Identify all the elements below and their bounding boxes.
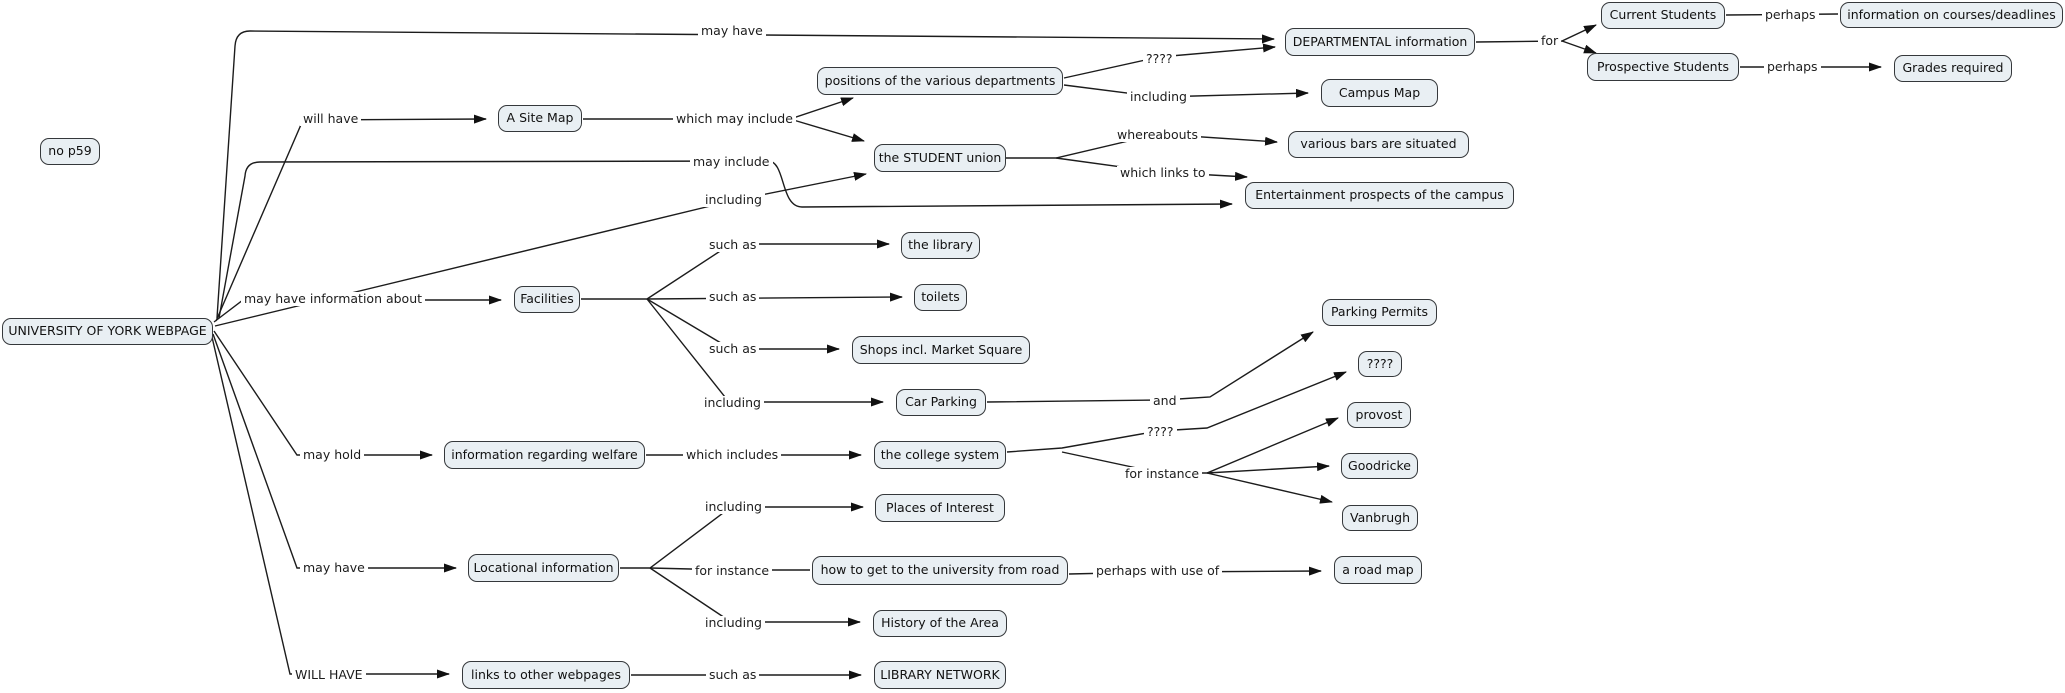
node-shops-market-square[interactable]: Shops incl. Market Square (852, 336, 1030, 364)
edge-label-including-places[interactable]: including (702, 500, 765, 514)
edge-facilities-library (581, 239, 890, 300)
node-university-of-york-webpage[interactable]: UNIVERSITY OF YORK WEBPAGE (2, 318, 213, 345)
node-positions-of-departments[interactable]: positions of the various departments (817, 67, 1063, 95)
edge-label-perhaps-bottom[interactable]: perhaps (1764, 60, 1821, 74)
edge-label-may-have-information-about[interactable]: may have information about (241, 292, 426, 306)
node-a-site-map[interactable]: A Site Map (498, 105, 582, 132)
edge-label-which-links-to[interactable]: which links to (1117, 166, 1209, 180)
node-history-of-the-area[interactable]: History of the Area (873, 610, 1007, 637)
edge-facilities-toilets (646, 292, 903, 302)
edge-root-may-have-locational (212, 333, 457, 573)
edge-label-may-have-top[interactable]: may have (698, 24, 766, 38)
edge-label-which-may-include[interactable]: which may include (673, 112, 796, 126)
node-library-network[interactable]: LIBRARY NETWORK (874, 661, 1006, 689)
edge-label-including-union[interactable]: including (702, 193, 765, 207)
edge-label-will-have[interactable]: will have (300, 112, 362, 126)
node-goodricke[interactable]: Goodricke (1341, 453, 1418, 479)
edge-label-for-instance-college[interactable]: for instance (1122, 467, 1203, 481)
node-the-library[interactable]: the library (901, 232, 980, 259)
edge-label-may-hold[interactable]: may hold (300, 448, 365, 462)
node-places-of-interest[interactable]: Places of Interest (875, 494, 1005, 522)
edge-label-including-history[interactable]: including (702, 616, 765, 630)
edge-departmental-current (1475, 24, 1597, 43)
edge-label-which-includes[interactable]: which includes (683, 448, 782, 462)
edge-label-for[interactable]: for (1538, 34, 1562, 48)
node-grades-required[interactable]: Grades required (1894, 55, 2012, 82)
edge-locational-places (620, 502, 864, 569)
node-current-students[interactable]: Current Students (1601, 2, 1725, 29)
edge-college-unknown (1006, 371, 1347, 453)
edge-departmental-prospective (1561, 40, 1597, 54)
edge-root-will-have-links (211, 336, 450, 679)
node-locational-information[interactable]: Locational information (468, 554, 619, 582)
edge-label-perhaps-with-use-of[interactable]: perhaps with use of (1093, 564, 1223, 578)
edge-label-such-as-toilets[interactable]: such as (706, 290, 760, 304)
edge-label-may-include[interactable]: may include (690, 155, 773, 169)
node-campus-map[interactable]: Campus Map (1321, 79, 1438, 107)
node-departmental-information[interactable]: DEPARTMENTAL information (1285, 28, 1475, 56)
edge-label-unknown-top[interactable]: ???? (1143, 52, 1176, 66)
edge-union-various-bars (1006, 133, 1278, 159)
node-a-road-map[interactable]: a road map (1334, 556, 1422, 584)
node-vanbrugh[interactable]: Vanbrugh (1342, 505, 1418, 531)
edge-label-will-have-caps[interactable]: WILL HAVE (292, 668, 366, 682)
node-toilets[interactable]: toilets (914, 284, 967, 311)
edge-college-provost (1061, 417, 1339, 474)
node-how-to-get-to-university[interactable]: how to get to the university from road (812, 556, 1068, 585)
edge-label-for-instance-locational[interactable]: for instance (692, 564, 773, 578)
node-no-p59[interactable]: no p59 (40, 138, 100, 165)
node-unknown[interactable]: ???? (1358, 351, 1402, 377)
node-college-system[interactable]: the college system (874, 441, 1006, 469)
edge-facilities-car-parking (646, 298, 884, 407)
node-car-parking[interactable]: Car Parking (896, 389, 986, 416)
edge-label-including-campus[interactable]: including (1127, 90, 1190, 104)
edge-root-may-have-departmental (216, 30, 1275, 319)
edge-root-may-hold-welfare (213, 330, 433, 460)
node-prospective-students[interactable]: Prospective Students (1587, 53, 1739, 81)
edge-label-perhaps-top[interactable]: perhaps (1762, 8, 1819, 22)
edge-label-such-as-library[interactable]: such as (706, 238, 760, 252)
node-info-on-courses-deadlines[interactable]: information on courses/deadlines (1840, 2, 2063, 28)
edge-label-may-have-bottom[interactable]: may have (300, 561, 368, 575)
edge-label-including-parking[interactable]: including (701, 396, 764, 410)
edge-label-whereabouts[interactable]: whereabouts (1114, 128, 1201, 142)
node-student-union[interactable]: the STUDENT union (874, 144, 1006, 172)
node-various-bars[interactable]: various bars are situated (1288, 131, 1469, 158)
node-entertainment-prospects[interactable]: Entertainment prospects of the campus (1245, 182, 1514, 209)
edge-label-and[interactable]: and (1150, 394, 1180, 408)
node-links-to-other-webpages[interactable]: links to other webpages (462, 661, 630, 689)
node-information-regarding-welfare[interactable]: information regarding welfare (444, 441, 645, 469)
edge-label-such-as-shops[interactable]: such as (706, 342, 760, 356)
node-provost[interactable]: provost (1347, 402, 1411, 428)
node-facilities[interactable]: Facilities (514, 286, 580, 313)
edge-label-unknown-college[interactable]: ???? (1144, 425, 1177, 439)
edge-label-such-as-network[interactable]: such as (706, 668, 760, 682)
edge-sitemap-student-union (789, 118, 865, 142)
edge-college-vanbrugh (1206, 472, 1333, 504)
edge-college-goodricke (1206, 462, 1330, 474)
edge-carparking-permits (986, 331, 1314, 403)
node-parking-permits[interactable]: Parking Permits (1322, 299, 1437, 326)
